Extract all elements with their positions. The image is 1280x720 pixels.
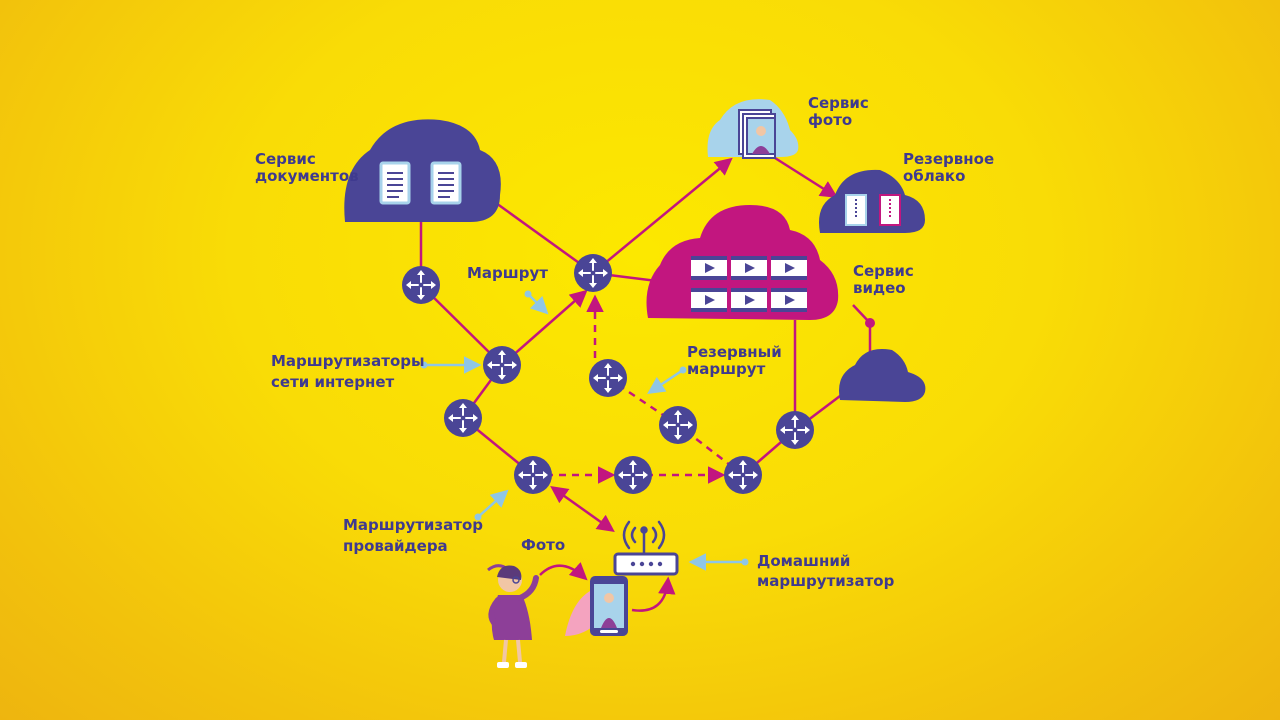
- docs-service-label: Сервис: [255, 150, 316, 168]
- photo-service-cloud: [707, 99, 799, 159]
- upload-arrow: [631, 576, 676, 612]
- router-icon: [723, 455, 763, 495]
- video-service-label: Сервис: [853, 262, 914, 280]
- girl-figure: [487, 564, 539, 668]
- document-icon: [379, 161, 411, 205]
- backup-route-label: Резервный: [687, 343, 782, 361]
- router-icon: [401, 265, 441, 305]
- wifi-icon: [622, 520, 666, 556]
- video-icon: [731, 256, 767, 280]
- docs-service-cloud: [344, 119, 501, 222]
- link: [495, 201, 594, 275]
- backup-cloud: [819, 169, 925, 233]
- video-icon: [691, 288, 727, 312]
- home-router: [613, 520, 679, 576]
- link: [550, 485, 615, 533]
- photo-service-label: Сервис: [808, 94, 869, 112]
- photo-service-label: фото: [808, 111, 852, 129]
- photo-frame-icon: [738, 109, 776, 159]
- router-icon: [775, 410, 815, 450]
- router-icon: [513, 455, 553, 495]
- docs-service-label: документов: [255, 167, 359, 185]
- label-pointers: [420, 290, 749, 571]
- zip-file-icon: [879, 194, 901, 226]
- internet-routers-label: сети интернет: [271, 373, 395, 391]
- video-icon: [771, 256, 807, 280]
- provider-router-label: провайдера: [343, 537, 448, 555]
- router-icon: [573, 253, 613, 293]
- home-router-label: маршрутизатор: [757, 572, 895, 590]
- photo-label: Фото: [521, 536, 565, 554]
- labels: Сервис документов Сервис фото Резервное …: [255, 94, 994, 590]
- home-router-label: Домашний: [757, 552, 850, 570]
- router-icon: [443, 398, 483, 438]
- router-icon: [613, 455, 653, 495]
- router-icon: [588, 358, 628, 398]
- photo-arrow: [539, 562, 588, 581]
- pointer: [647, 368, 684, 394]
- link-node: [865, 318, 875, 328]
- video-icon: [771, 288, 807, 312]
- document-icon: [430, 161, 462, 205]
- router-icon: [482, 345, 522, 385]
- pointer: [527, 293, 549, 315]
- zip-file-icon: [845, 194, 867, 226]
- link: [774, 156, 838, 198]
- backup-route-label: маршрут: [687, 360, 766, 378]
- video-service-label: видео: [853, 279, 906, 297]
- video-icon: [691, 256, 727, 280]
- provider-router-label: Маршрутизатор: [343, 516, 483, 534]
- small-cloud: [839, 349, 926, 402]
- video-icon: [731, 288, 767, 312]
- backup-cloud-label: Резервное: [903, 150, 994, 168]
- route-label: Маршрут: [467, 264, 548, 282]
- link: [592, 157, 733, 274]
- smartphone-icon: [565, 576, 628, 636]
- internet-routers-label: Маршрутизаторы: [271, 352, 425, 370]
- video-service-cloud: [646, 205, 839, 320]
- backup-cloud-label: облако: [903, 167, 965, 185]
- router-icon: [658, 405, 698, 445]
- pointer: [477, 489, 509, 518]
